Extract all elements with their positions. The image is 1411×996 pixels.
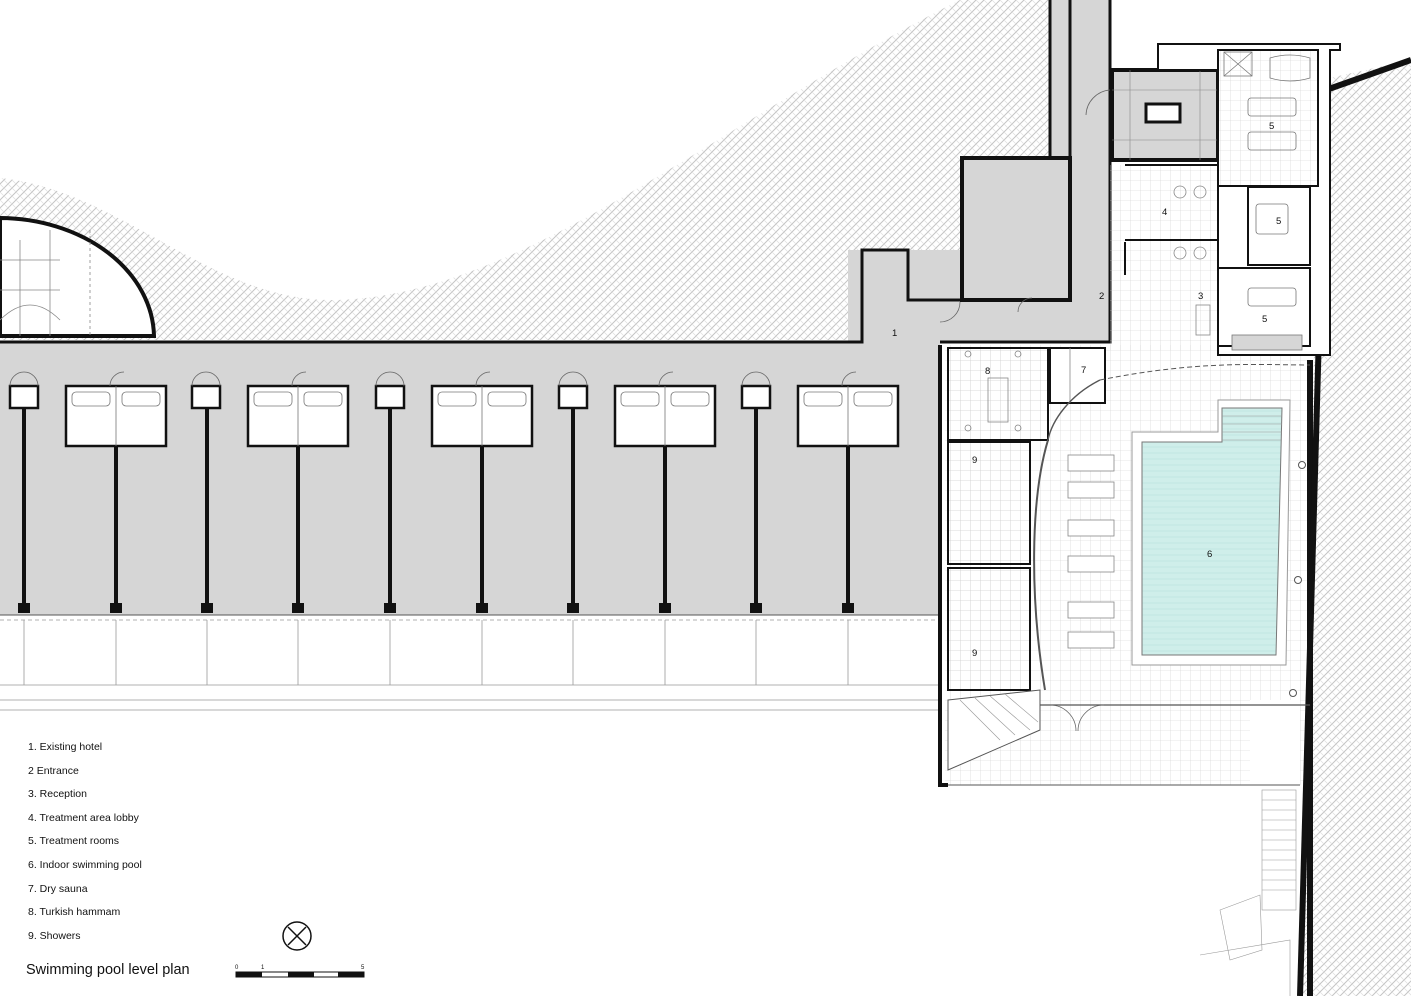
room-label-6: 6 bbox=[1207, 549, 1212, 560]
legend-item-showers: 9. Showers bbox=[28, 929, 81, 942]
terrain-hatch-top bbox=[0, 0, 1100, 340]
scale-label-5: 5 bbox=[361, 965, 365, 971]
plan-title: Swimming pool level plan bbox=[26, 962, 190, 978]
legend: 1. Existing hotel 2 Entrance 3. Receptio… bbox=[28, 740, 142, 952]
room-label-5c: 5 bbox=[1262, 314, 1267, 325]
room-label-3: 3 bbox=[1198, 291, 1203, 302]
room-label-7: 7 bbox=[1081, 365, 1086, 376]
room-label-4: 4 bbox=[1162, 207, 1167, 218]
scale-bar: 0 1 5 bbox=[235, 965, 365, 978]
legend-item-reception: 3. Reception bbox=[28, 788, 87, 801]
showers-upper bbox=[947, 441, 1031, 565]
room-label-5a: 5 bbox=[1269, 121, 1274, 132]
stair-wedge bbox=[947, 689, 1041, 771]
scale-label-1: 1 bbox=[261, 965, 265, 971]
treatment-rooms bbox=[1157, 43, 1341, 356]
turkish-hammam bbox=[947, 347, 1049, 441]
room-label-8: 8 bbox=[985, 366, 990, 377]
room-label-5b: 5 bbox=[1276, 216, 1281, 227]
bathroom-pods bbox=[8, 384, 900, 448]
showers-lower bbox=[947, 567, 1031, 691]
legend-item-turkish-hammam: 8. Turkish hammam bbox=[28, 906, 121, 919]
room-label-1: 1 bbox=[892, 328, 897, 339]
legend-item-entrance: 2 Entrance bbox=[28, 764, 79, 777]
scale-label-0: 0 bbox=[235, 965, 239, 971]
balconies bbox=[0, 619, 940, 711]
room-label-9a: 9 bbox=[972, 455, 977, 466]
legend-item-existing-hotel: 1. Existing hotel bbox=[28, 741, 103, 753]
legend-item-dry-sauna: 7. Dry sauna bbox=[28, 882, 88, 895]
north-arrow-icon bbox=[282, 921, 312, 951]
pool-water bbox=[1141, 407, 1283, 656]
room-label-2: 2 bbox=[1099, 291, 1104, 302]
legend-item-indoor-pool: 6. Indoor swimming pool bbox=[28, 858, 142, 871]
room-partitions bbox=[22, 408, 850, 608]
room-label-9b: 9 bbox=[972, 648, 977, 659]
legend-item-treatment-lobby: 4. Treatment area lobby bbox=[28, 811, 139, 824]
legend-item-treatment-rooms: 5. Treatment rooms bbox=[28, 835, 120, 848]
